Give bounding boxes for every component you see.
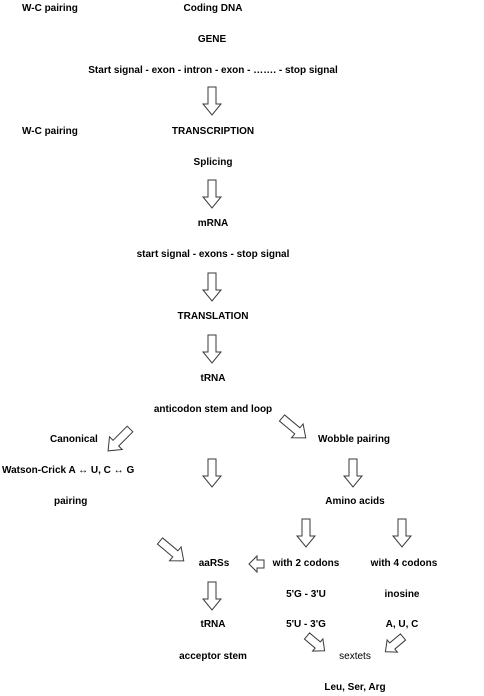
down-arrow-icon bbox=[342, 458, 364, 488]
trna-label: tRNA bbox=[200, 373, 226, 384]
leu-ser-arg-label: Leu, Ser, Arg bbox=[324, 682, 386, 693]
gene-label: GENE bbox=[197, 34, 227, 45]
down-right-arrow-icon bbox=[278, 414, 307, 439]
aarss-label: aaRSs bbox=[198, 558, 230, 569]
four-codons-label: with 4 codons bbox=[370, 558, 438, 569]
coding-dna-label: Coding DNA bbox=[183, 3, 243, 14]
auc-label: A, U, C bbox=[385, 619, 419, 630]
down-arrow-icon bbox=[201, 86, 223, 116]
trna-label-2: tRNA bbox=[200, 619, 226, 630]
wc-pairing-label-2: W-C pairing bbox=[22, 126, 78, 137]
down-left-arrow-icon bbox=[107, 425, 134, 452]
down-arrow-icon bbox=[391, 518, 413, 548]
watson-crick-label: Watson-Crick A ↔ U, C ↔ G bbox=[2, 465, 135, 476]
down-arrow-icon bbox=[201, 179, 223, 209]
mrna-label: mRNA bbox=[197, 218, 229, 229]
down-left-arrow-icon bbox=[384, 633, 407, 653]
down-right-arrow-icon bbox=[303, 632, 326, 652]
translation-label: TRANSLATION bbox=[177, 311, 249, 322]
canonical-label: Canonical bbox=[50, 434, 98, 445]
two-codons-label: with 2 codons bbox=[272, 558, 340, 569]
wobble-pairing-label: Wobble pairing bbox=[318, 434, 391, 445]
acceptor-stem-label: acceptor stem bbox=[179, 651, 247, 662]
pairing-label: pairing bbox=[54, 496, 88, 507]
down-arrow-icon bbox=[201, 334, 223, 364]
mrna-structure-label: start signal - exons - stop signal bbox=[136, 249, 290, 260]
g-u-pair-label: 5'G - 3'U bbox=[286, 589, 326, 600]
down-arrow-icon bbox=[201, 272, 223, 302]
gene-structure-label: Start signal - exon - intron - exon - ……… bbox=[88, 65, 338, 76]
down-arrow-icon bbox=[201, 581, 223, 611]
transcription-label: TRANSCRIPTION bbox=[171, 126, 255, 137]
down-arrow-icon bbox=[295, 518, 317, 548]
anticodon-label: anticodon stem and loop bbox=[153, 404, 273, 415]
amino-acids-label: Amino acids bbox=[325, 496, 385, 507]
inosine-label: inosine bbox=[384, 589, 420, 600]
splicing-label: Splicing bbox=[193, 157, 233, 168]
u-g-pair-label: 5'U - 3'G bbox=[286, 619, 326, 630]
down-arrow-icon bbox=[201, 458, 223, 488]
down-right-arrow-icon bbox=[156, 537, 185, 562]
sextets-label: sextets bbox=[339, 651, 371, 662]
wc-pairing-label: W-C pairing bbox=[22, 3, 78, 14]
left-arrow-icon bbox=[248, 554, 265, 574]
